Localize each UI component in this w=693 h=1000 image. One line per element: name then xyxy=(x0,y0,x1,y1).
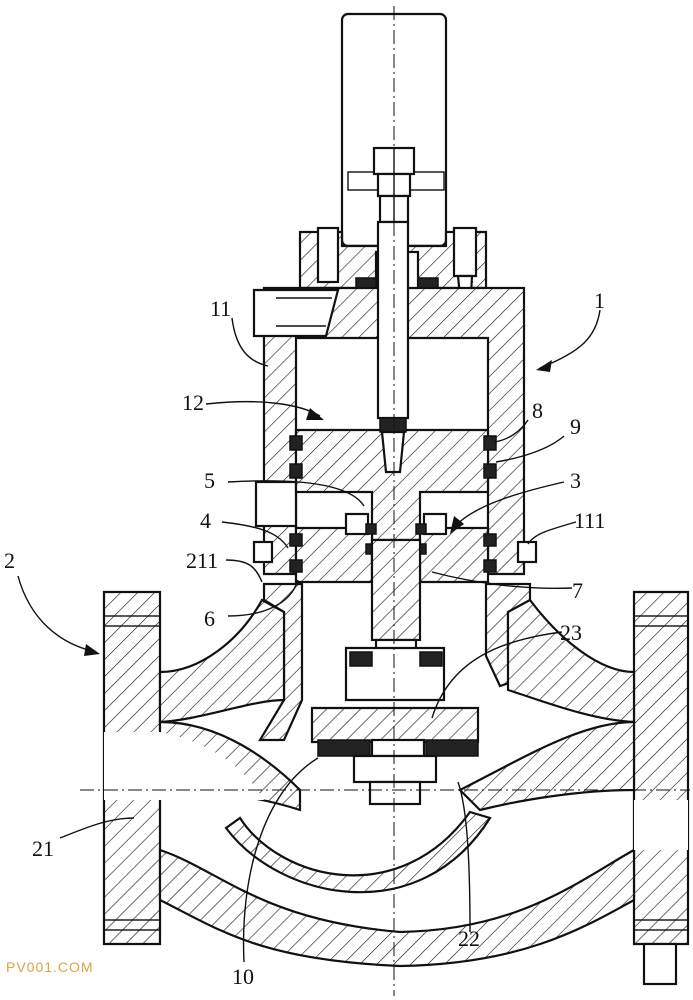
label-3: 3 xyxy=(570,468,581,493)
valve-disc xyxy=(310,646,480,806)
label-9: 9 xyxy=(570,414,581,439)
label-23: 23 xyxy=(560,620,582,645)
label-10: 10 xyxy=(232,964,254,989)
label-21: 21 xyxy=(32,836,54,861)
label-2: 2 xyxy=(4,548,15,573)
label-11: 11 xyxy=(210,296,231,321)
label-7: 7 xyxy=(572,578,583,603)
label-8: 8 xyxy=(532,398,543,423)
leader-lines xyxy=(17,309,601,963)
label-211: 211 xyxy=(186,548,218,573)
label-4: 4 xyxy=(200,508,211,533)
part-labels: 11 1 12 8 9 5 3 4 111 211 7 2 6 23 21 22… xyxy=(4,288,605,989)
label-22: 22 xyxy=(458,926,480,951)
label-12: 12 xyxy=(182,390,204,415)
valve-body xyxy=(102,590,690,986)
label-5: 5 xyxy=(204,468,215,493)
label-111: 111 xyxy=(574,508,605,533)
watermark: PV001.COM xyxy=(6,959,94,975)
label-6: 6 xyxy=(204,606,215,631)
label-1: 1 xyxy=(594,288,605,313)
